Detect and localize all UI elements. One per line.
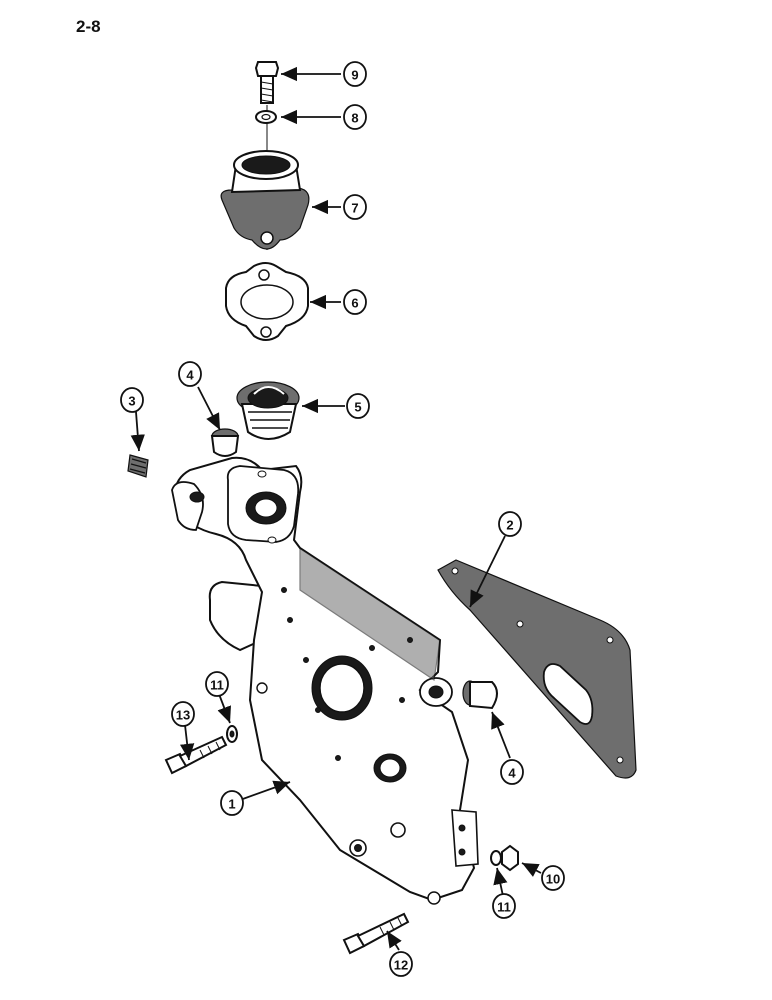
callout-label: 3 xyxy=(128,394,135,409)
plug-part-4-right xyxy=(462,680,498,710)
callout-4: 4 xyxy=(178,361,202,387)
gasket-part-6 xyxy=(225,262,309,341)
callout-3: 3 xyxy=(120,387,144,413)
callout-circle xyxy=(178,361,202,387)
callout-1: 1 xyxy=(220,790,244,816)
nut-part-10 xyxy=(501,844,519,872)
callout-circle xyxy=(220,790,244,816)
page-number: 2-8 xyxy=(76,17,101,36)
callout-6: 6 xyxy=(343,289,367,315)
cover-plate-part-2 xyxy=(437,559,637,779)
callout-circle xyxy=(541,865,565,891)
callout-circle xyxy=(171,701,195,727)
callout-label: 7 xyxy=(351,201,358,216)
callout-circle xyxy=(492,893,516,919)
callout-group: 9 8 7 6 5 4 3 2 11 13 1 4 10 11 12 xyxy=(120,61,565,977)
pipe-plug-part-3 xyxy=(127,454,149,478)
callout-label: 2 xyxy=(506,518,513,533)
callout-label: 4 xyxy=(508,766,516,781)
callout-circle xyxy=(343,104,367,130)
callout-circle xyxy=(120,387,144,413)
callout-label: 5 xyxy=(354,400,361,415)
callout-circle xyxy=(346,393,370,419)
washer-part-11-right xyxy=(490,850,502,866)
washer-part-11-left xyxy=(226,725,238,743)
callout-circle xyxy=(343,194,367,220)
callout-label: 12 xyxy=(394,958,408,973)
callout-12: 12 xyxy=(389,951,413,977)
callout-label: 13 xyxy=(176,708,190,723)
callout-11: 11 xyxy=(492,893,516,919)
callout-11: 11 xyxy=(205,671,229,697)
callout-label: 4 xyxy=(186,368,194,383)
callout-circle xyxy=(500,759,524,785)
callout-circle xyxy=(205,671,229,697)
callout-5: 5 xyxy=(346,393,370,419)
callout-label: 6 xyxy=(351,296,358,311)
callout-label: 9 xyxy=(351,68,358,83)
housing-part-1 xyxy=(171,456,479,905)
callout-label: 1 xyxy=(228,797,235,812)
callout-label: 11 xyxy=(497,900,511,915)
callout-circle xyxy=(343,61,367,87)
callout-8: 8 xyxy=(343,104,367,130)
callout-circle xyxy=(389,951,413,977)
callout-2: 2 xyxy=(498,511,522,537)
callout-7: 7 xyxy=(343,194,367,220)
washer-part-8 xyxy=(255,110,277,124)
bolt-part-12 xyxy=(342,912,410,955)
callout-label: 8 xyxy=(351,111,358,126)
callout-circle xyxy=(498,511,522,537)
callout-circle xyxy=(343,289,367,315)
bolt-part-9 xyxy=(254,61,280,104)
outlet-elbow-part-7 xyxy=(220,150,310,250)
callout-4: 4 xyxy=(500,759,524,785)
callout-10: 10 xyxy=(541,865,565,891)
thermostat-part-5 xyxy=(236,381,300,440)
callout-9: 9 xyxy=(343,61,367,87)
callout-label: 10 xyxy=(546,872,560,887)
callout-label: 11 xyxy=(210,678,224,693)
leader-lines xyxy=(130,66,542,951)
bolt-part-13 xyxy=(164,735,228,775)
callout-13: 13 xyxy=(171,701,195,727)
plug-part-4-upper xyxy=(210,428,240,457)
